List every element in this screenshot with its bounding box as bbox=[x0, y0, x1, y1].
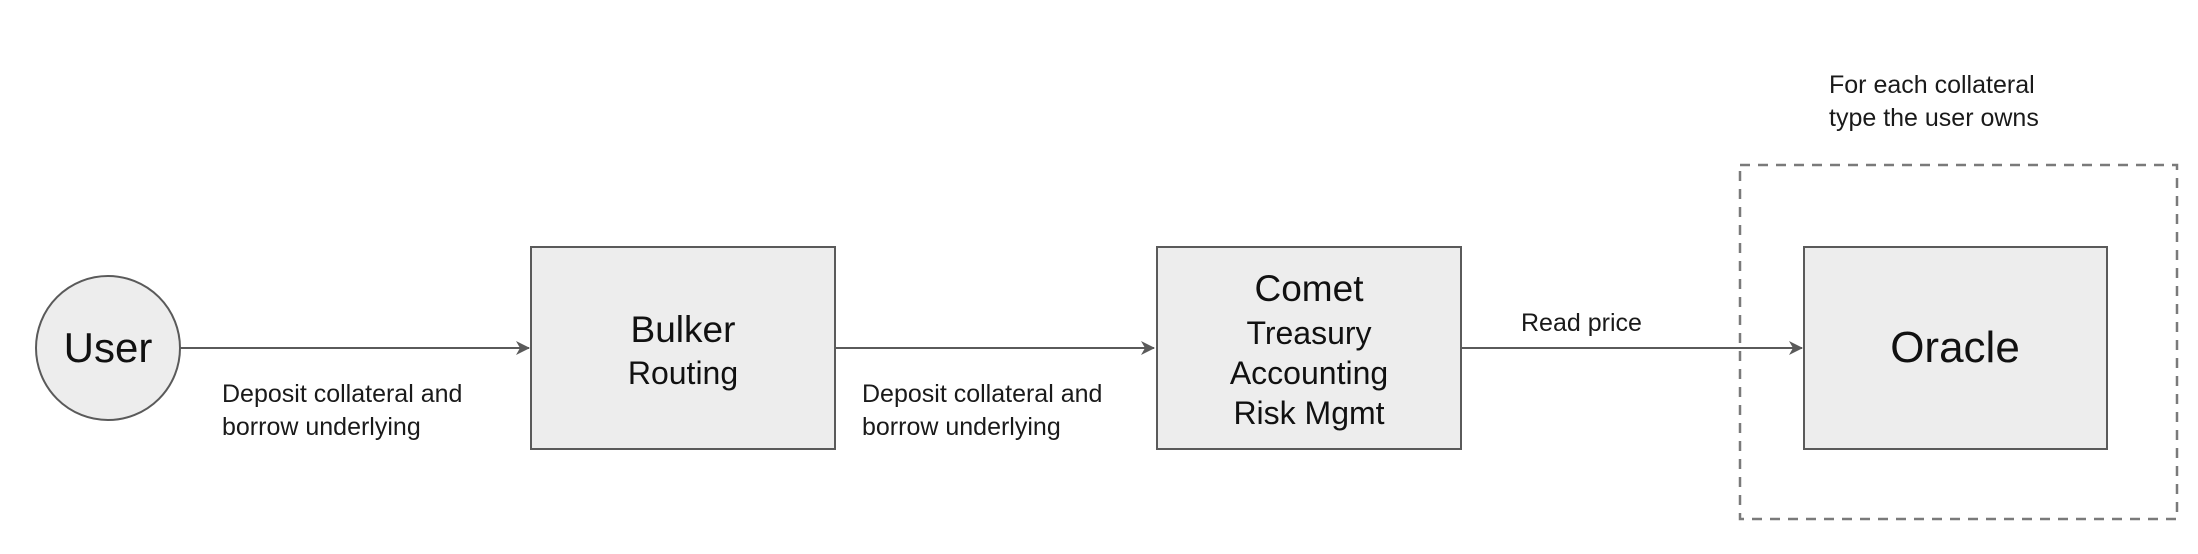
edge-label-line-2: borrow underlying bbox=[222, 413, 421, 441]
comet-node-line-accounting: Accounting bbox=[1230, 355, 1388, 391]
comet-node-line-treasury: Treasury bbox=[1246, 315, 1371, 351]
collateral-group-caption: For each collateral type the user owns bbox=[1829, 71, 2042, 132]
edge-label-line-1: Deposit collateral and bbox=[222, 380, 462, 408]
oracle-node-box bbox=[1803, 246, 2108, 450]
oracle-node: Oracle bbox=[1803, 246, 2108, 450]
edge-label-user-to-bulker: Deposit collateral and borrow underlying bbox=[222, 380, 469, 441]
edge-label-line-1: Deposit collateral and bbox=[862, 380, 1102, 408]
bulker-node-title: Bulker bbox=[631, 309, 736, 350]
bulker-node-subtitle: Routing bbox=[628, 355, 738, 391]
user-node: User bbox=[35, 275, 181, 421]
bulker-node: Bulker Routing bbox=[530, 246, 836, 450]
edge-label-comet-to-oracle: Read price bbox=[1521, 309, 1642, 337]
user-node-circle bbox=[35, 275, 181, 421]
collateral-group-box bbox=[1738, 163, 2179, 521]
edge-label-line-2: borrow underlying bbox=[862, 413, 1061, 441]
caption-line-2: type the user owns bbox=[1829, 104, 2039, 132]
edge-label-bulker-to-comet: Deposit collateral and borrow underlying bbox=[862, 380, 1109, 441]
bulker-node-box bbox=[530, 246, 836, 450]
comet-node-line-risk: Risk Mgmt bbox=[1233, 395, 1384, 431]
oracle-node-label: Oracle bbox=[1890, 323, 2020, 372]
user-node-label: User bbox=[64, 324, 153, 371]
comet-node-box bbox=[1156, 246, 1462, 450]
comet-node-title: Comet bbox=[1255, 268, 1365, 309]
comet-node: Comet Treasury Accounting Risk Mgmt bbox=[1156, 246, 1462, 450]
caption-line-1: For each collateral bbox=[1829, 71, 2035, 99]
